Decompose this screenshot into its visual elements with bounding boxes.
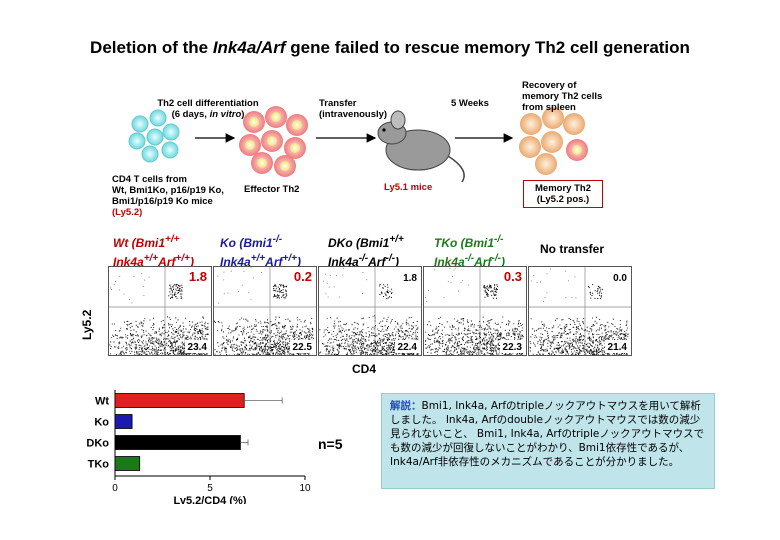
genotype-wt: Wt (Bmi1+/+ Ink4a+/+Arf+/+) <box>113 234 194 269</box>
effector-label: Effector Th2 <box>244 184 300 195</box>
genotype-ko: Ko (Bmi1-/- Ink4a+/+Arf+/+) <box>220 234 301 269</box>
lower-right-percent: 22.3 <box>503 342 523 353</box>
source-label: CD4 T cells from Wt, Bmi1Ko, p16/p19 Ko,… <box>112 174 224 218</box>
event-dots <box>424 267 524 355</box>
experiment-schematic <box>128 106 588 183</box>
bar-Ko <box>114 414 133 429</box>
upper-right-percent: 0.3 <box>504 269 522 284</box>
flow-plot-4: 0.3 22.3 <box>423 266 527 356</box>
category-label: Wt <box>95 396 109 408</box>
flow-plot-5: 0.0 21.4 <box>528 266 632 356</box>
no-transfer-label: No transfer <box>540 242 605 256</box>
note-keyword: 解説： <box>390 400 422 412</box>
x-axis-label: Ly5.2/CD4 (%) <box>174 495 247 504</box>
effector-th2-cells-icon <box>239 106 308 177</box>
flow-plots-row: 1.8 23.4 0.2 22.5 1.8 22.4 0.3 22.3 0.0 21.4 <box>108 266 632 356</box>
transfer-label: Transfer (intravenously) <box>319 98 388 120</box>
x-tick-label: 0 <box>112 483 118 494</box>
upper-right-percent: 1.8 <box>403 273 417 284</box>
lower-right-percent: 22.5 <box>293 342 313 353</box>
page-title: Deletion of the Ink4a/Arf gene failed to… <box>90 38 690 57</box>
note-text: Bmi1, Ink4a, Arfのtripleノックアウトマウスを用いて解析しま… <box>390 400 705 468</box>
x-tick-label: 10 <box>299 483 311 494</box>
bar-DKo <box>114 435 241 450</box>
diff-label: Th2 cell differentiation (6 days, in vit… <box>157 98 259 120</box>
cd4-t-cells-icon <box>128 109 180 163</box>
flow-ylabel: Ly5.2 <box>80 309 94 340</box>
lower-right-percent: 23.4 <box>188 342 208 353</box>
lower-right-percent: 21.4 <box>608 342 628 353</box>
memory-th2-cells-icon <box>519 107 588 175</box>
bar-Wt <box>114 393 245 408</box>
bar-TKo <box>114 456 141 471</box>
upper-right-percent: 0.2 <box>294 269 312 284</box>
memory-th2-box: Memory Th2 (Ly5.2 pos.) <box>523 180 603 208</box>
upper-right-percent: 1.8 <box>189 269 207 284</box>
flow-xlabel: CD4 <box>352 362 377 376</box>
category-label: TKo <box>88 459 110 471</box>
lower-right-percent: 22.4 <box>398 342 418 353</box>
genotype-tko: TKo (Bmi1-/- Ink4a-/-Arf-/-) <box>434 234 505 269</box>
category-label: DKo <box>86 438 109 450</box>
recovery-label: Recovery of memory Th2 cells from spleen <box>522 80 603 113</box>
event-dots <box>214 267 314 355</box>
flow-plot-1: 1.8 23.4 <box>108 266 212 356</box>
category-label: Ko <box>94 417 109 429</box>
n-annotation: n=5 <box>318 436 343 452</box>
flow-plot-3: 1.8 22.4 <box>318 266 422 356</box>
x-tick-label: 5 <box>207 483 213 494</box>
explanation-note: 解説：Bmi1, Ink4a, Arfのtripleノックアウトマウスを用いて解… <box>381 393 715 489</box>
weeks-label: 5 Weeks <box>451 98 489 109</box>
recipient-mice-label: Ly5.1 mice <box>384 182 433 193</box>
genotype-dko: DKo (Bmi1+/+ Ink4a-/-Arf-/-) <box>328 234 404 269</box>
mouse-icon <box>377 110 465 183</box>
upper-right-percent: 0.0 <box>613 273 627 284</box>
flow-plot-2: 0.2 22.5 <box>213 266 317 356</box>
